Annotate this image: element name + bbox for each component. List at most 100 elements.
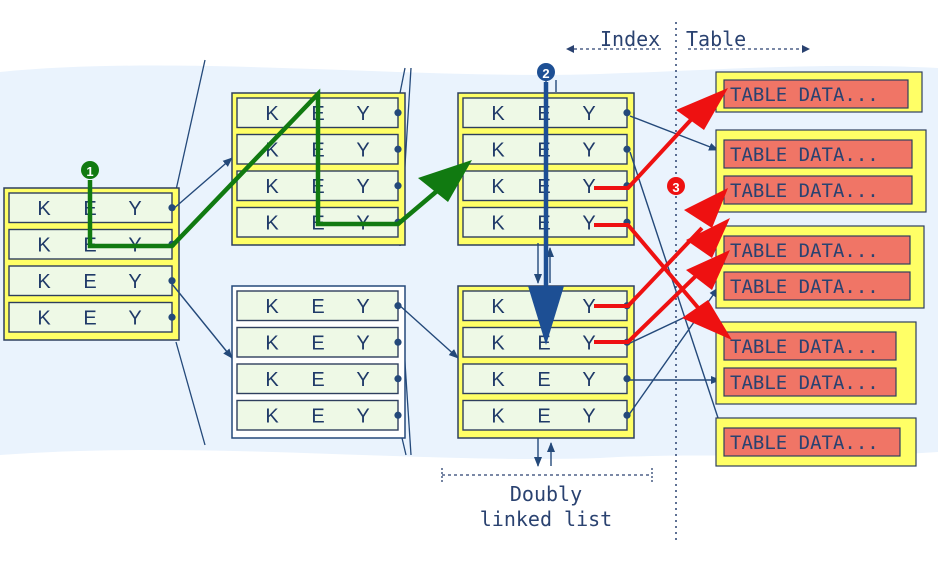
pointer-dot xyxy=(168,313,176,321)
key-letter: E xyxy=(83,308,96,330)
key-letter: K xyxy=(37,235,51,257)
pointer-dot xyxy=(623,411,631,419)
key-letter: Y xyxy=(356,176,369,198)
key-letter: Y xyxy=(356,406,369,428)
key-letter: Y xyxy=(582,296,595,318)
key-letter: Y xyxy=(356,103,369,125)
key-letter: K xyxy=(265,103,279,125)
key-letter: K xyxy=(265,369,279,391)
red-lookup-arrows xyxy=(594,108,704,344)
table-row-7: TABLE DATA... xyxy=(723,367,897,397)
linked-list-label: linked list xyxy=(480,507,612,531)
key-letter: Y xyxy=(582,213,595,235)
green-search-path xyxy=(87,88,472,249)
key-letter: K xyxy=(491,406,505,428)
key-letter: K xyxy=(265,333,279,355)
key-letter: Y xyxy=(582,103,595,125)
key-letter: Y xyxy=(128,198,141,220)
table-data-label: TABLE DATA... xyxy=(730,276,879,298)
table-data-label: TABLE DATA... xyxy=(730,336,879,358)
table-label: Table xyxy=(686,27,746,51)
table-data-label: TABLE DATA... xyxy=(730,144,879,166)
table-row-5: TABLE DATA... xyxy=(723,271,911,301)
pointer-dot xyxy=(394,338,402,346)
pointer-dot xyxy=(394,109,402,117)
index-table-header: Index Table xyxy=(566,27,810,53)
marker-1-text: 1 xyxy=(86,164,93,179)
key-letter: K xyxy=(265,213,279,235)
pointer-arrows xyxy=(171,115,723,431)
pointer-dot xyxy=(394,302,402,310)
key-letter: K xyxy=(37,271,51,293)
table-data-label: TABLE DATA... xyxy=(730,84,879,106)
pointer-dot xyxy=(394,375,402,383)
marker-3-text: 3 xyxy=(672,180,679,195)
doubly-linked-list-annotation: Doubly linked list xyxy=(441,468,653,531)
table-row-3: TABLE DATA... xyxy=(723,175,913,205)
key-letter: Y xyxy=(356,296,369,318)
table-row-6: TABLE DATA... xyxy=(723,331,897,361)
key-letter: K xyxy=(37,198,51,220)
key-letter: K xyxy=(37,308,51,330)
key-letter: Y xyxy=(356,333,369,355)
table-data-label: TABLE DATA... xyxy=(730,372,879,394)
key-letter: E xyxy=(537,369,550,391)
pointer-dot xyxy=(623,109,631,117)
key-letter: E xyxy=(311,333,324,355)
key-letter: E xyxy=(311,296,324,318)
key-letter: K xyxy=(491,296,505,318)
key-letter: Y xyxy=(356,369,369,391)
key-letter: Y xyxy=(582,176,595,198)
table-row-1: TABLE DATA... xyxy=(723,79,909,109)
pointer-dot xyxy=(394,182,402,190)
key-letter: K xyxy=(491,213,505,235)
key-letter: Y xyxy=(582,140,595,162)
table-row-2: TABLE DATA... xyxy=(723,139,913,169)
key-letter: K xyxy=(491,333,505,355)
key-letter: K xyxy=(265,176,279,198)
marker-2-text: 2 xyxy=(542,66,549,81)
index-label: Index xyxy=(600,27,660,51)
key-letter: K xyxy=(265,296,279,318)
pointer-dot xyxy=(394,145,402,153)
key-letter: E xyxy=(83,271,96,293)
key-letter: K xyxy=(491,369,505,391)
pointer-dot xyxy=(394,411,402,419)
key-letter: Y xyxy=(582,333,595,355)
key-letter: K xyxy=(491,103,505,125)
pointer-dot xyxy=(623,145,631,153)
key-letter: K xyxy=(491,176,505,198)
doubly-label: Doubly xyxy=(510,482,582,506)
table-data-label: TABLE DATA... xyxy=(730,240,879,262)
key-letter: Y xyxy=(128,308,141,330)
marker-2: 2 xyxy=(537,63,555,81)
marker-3: 3 xyxy=(667,177,685,195)
key-letter: E xyxy=(537,406,550,428)
marker-1: 1 xyxy=(81,161,99,179)
table-data-label: TABLE DATA... xyxy=(730,432,879,454)
pointer-dot xyxy=(623,375,631,383)
blue-search-path xyxy=(528,82,564,345)
table-row-8: TABLE DATA... xyxy=(723,427,901,457)
key-letter: K xyxy=(491,140,505,162)
key-letter: Y xyxy=(582,369,595,391)
key-letter: K xyxy=(265,406,279,428)
key-letter: Y xyxy=(356,140,369,162)
key-letter: E xyxy=(311,406,324,428)
red-arrowheads xyxy=(676,88,732,340)
key-letter: Y xyxy=(582,406,595,428)
pointer-dot xyxy=(168,277,176,285)
